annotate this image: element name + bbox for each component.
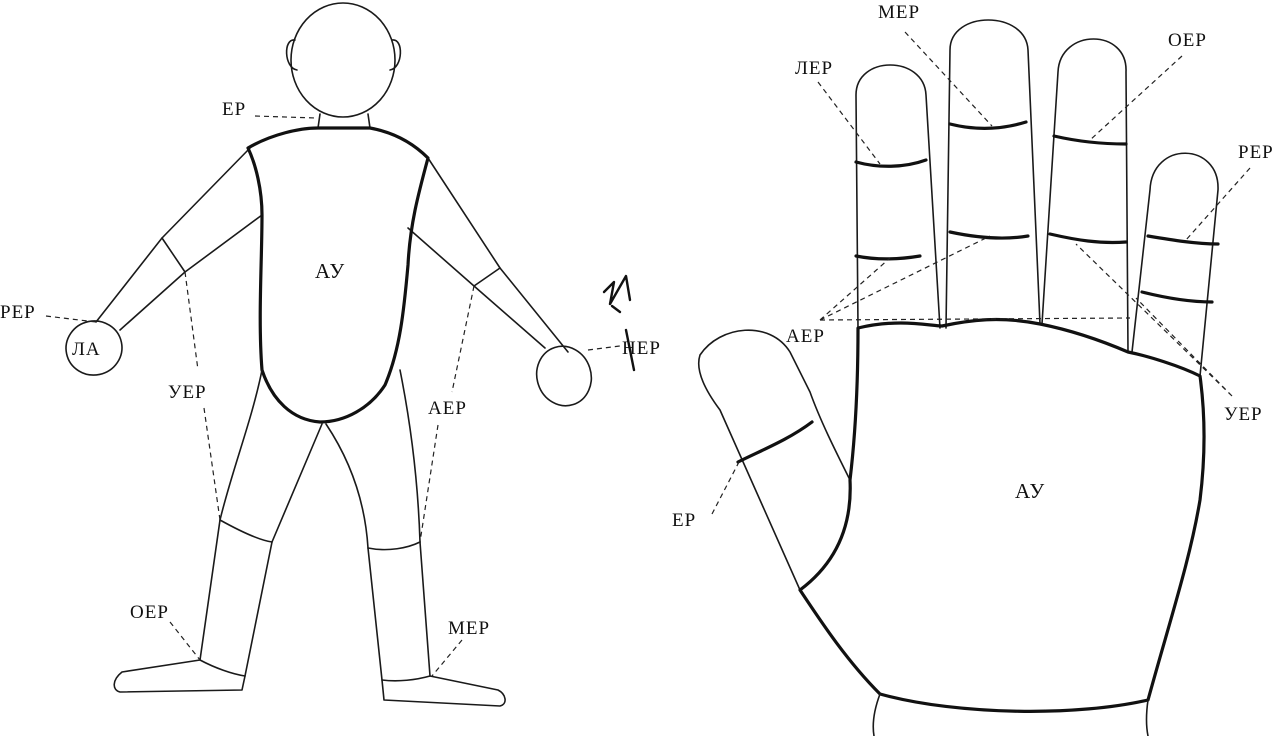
little-band-top <box>1146 234 1220 246</box>
right-arm-label: АЕР <box>428 398 467 419</box>
right-arm-outline <box>407 157 569 353</box>
left-leg-outline <box>113 369 323 693</box>
left-arm-label: УЕР <box>168 382 207 403</box>
ring-band-bottom <box>1048 232 1128 245</box>
left-ear <box>285 39 298 71</box>
right-forearm-band <box>473 267 501 287</box>
little-finger-leader <box>1185 167 1251 241</box>
right-hand-leader <box>587 345 621 351</box>
index-finger-label: ЛЕР <box>795 58 833 79</box>
thumb-label: ЕР <box>672 510 696 531</box>
left-hand-label: ЛА <box>72 339 101 360</box>
index-finger-leader <box>817 81 881 165</box>
hand-figure: МЕР ЛЕР ОЕР РЕР АЕР УЕР ЕР АУ <box>672 2 1274 736</box>
palm-edge-label: УЕР <box>1224 404 1263 425</box>
middle-finger-leader <box>904 31 993 127</box>
thumb-band <box>736 420 814 464</box>
finger-base-label: АЕР <box>786 326 825 347</box>
left-ankle-leader <box>169 621 201 661</box>
right-arm-leader <box>419 285 475 543</box>
little-band-bottom <box>1140 290 1214 304</box>
right-ankle-leader <box>431 639 463 677</box>
left-hand-zone-label: РЕР <box>0 302 36 323</box>
handwritten-mark <box>602 274 636 372</box>
left-arm-leader <box>184 271 221 521</box>
ring-finger-label: ОЕР <box>1168 30 1207 51</box>
middle-finger-label: МЕР <box>878 2 920 23</box>
right-hand <box>535 345 593 407</box>
neck <box>317 113 371 129</box>
left-ankle-band <box>199 659 246 677</box>
thumb-leader <box>711 459 741 515</box>
ring-finger <box>1041 38 1129 353</box>
left-ankle-label: ОЕР <box>130 602 169 623</box>
palm-edge-leader <box>1075 243 1233 397</box>
torso-outline <box>246 126 430 424</box>
right-ankle-label: МЕР <box>448 618 490 639</box>
left-arm-outline <box>95 147 263 331</box>
ring-band-top <box>1052 134 1128 146</box>
left-hand <box>65 320 123 376</box>
palm-outline <box>798 317 1206 713</box>
ring-finger-leader <box>1089 55 1183 141</box>
body-figure: ЕР АУ РЕР ЛА УЕР АЕР НЕР ОЕР МЕР <box>0 2 660 707</box>
middle-band-top <box>948 120 1028 130</box>
head <box>290 2 396 118</box>
middle-band-bottom <box>948 230 1030 240</box>
little-finger-label: РЕР <box>1238 142 1274 163</box>
neck-leader <box>254 115 317 119</box>
index-finger <box>855 64 941 329</box>
thumb <box>698 329 851 591</box>
finger-base-leader <box>819 235 1131 321</box>
index-band-bottom <box>854 254 922 261</box>
palm-label: АУ <box>1015 479 1045 503</box>
left-knee-band <box>219 519 273 543</box>
neck-label: ЕР <box>222 99 246 120</box>
wrist-right <box>1145 699 1149 736</box>
right-ankle-band <box>381 675 431 682</box>
little-finger <box>1131 152 1219 377</box>
torso-label: АУ <box>315 259 345 283</box>
index-band-top <box>854 158 928 168</box>
middle-finger <box>945 19 1041 329</box>
right-knee-band <box>367 541 421 551</box>
right-ear <box>389 39 402 71</box>
wrist-left <box>872 693 881 736</box>
left-forearm-band <box>161 237 186 273</box>
right-leg-outline <box>325 369 506 707</box>
